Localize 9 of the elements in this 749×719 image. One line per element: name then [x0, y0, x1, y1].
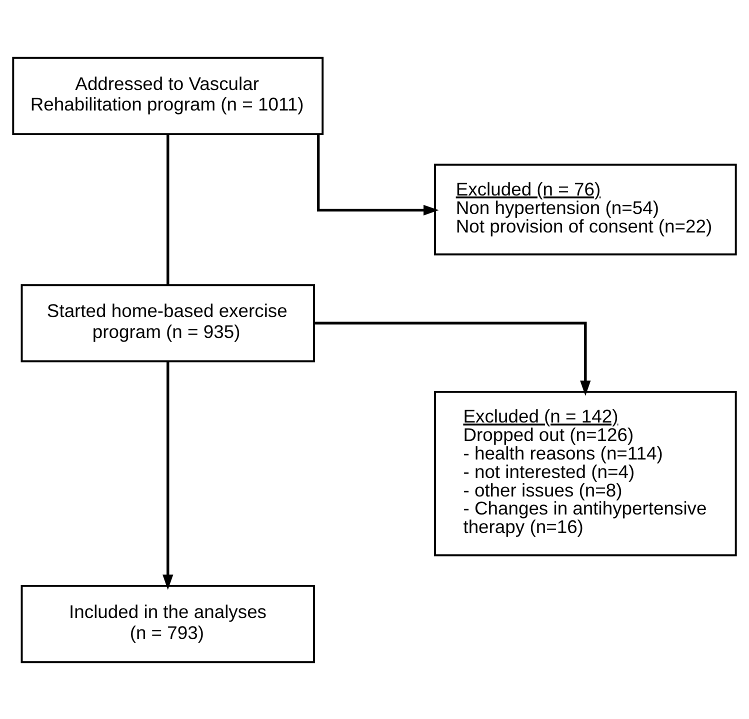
connector — [166, 134, 170, 284]
node-box: Addressed to Vascular Rehabilitation program (n = 1011) — [12, 56, 324, 135]
arrow — [162, 360, 174, 590]
node-box: Excluded (n = 76) Non hypertension (n=54) Not provision of consent (n=22) — [434, 163, 737, 255]
node-box: Included in the analyses (n = 793) — [20, 584, 315, 663]
arrow — [314, 321, 591, 396]
node-box: Started home-based exercise program (n = 935) — [20, 284, 315, 362]
node-box: Excluded (n = 142) Dropped out (n=126) - health reasons (n=114) - not interested (n=4) - other issues (n=8) - Changes in antihypertensive therapy (n=16) — [434, 390, 737, 556]
arrow — [316, 134, 439, 216]
